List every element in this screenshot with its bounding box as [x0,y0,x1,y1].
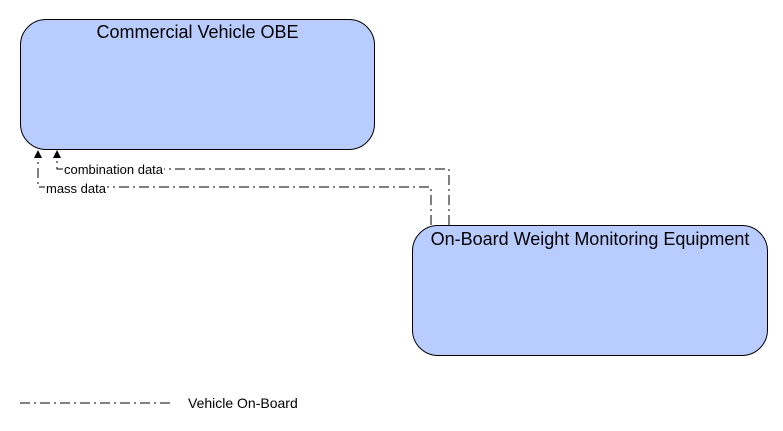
mass-data-arrowhead [34,150,42,158]
legend-vehicle-on-board-label: Vehicle On-Board [188,395,298,411]
weight-monitoring-equipment-label: On-Board Weight Monitoring Equipment [430,229,750,249]
combination-data-arrowhead [53,150,61,158]
commercial-vehicle-obe-label: Commercial Vehicle OBE [96,22,299,42]
combination-data-line [56,157,450,225]
mass-data-label: mass data [45,181,107,196]
combination-data-label: combination data [63,162,165,177]
mass-data-line [37,157,432,225]
weight-monitoring-equipment-node[interactable]: On-Board Weight Monitoring Equipment [412,225,768,356]
commercial-vehicle-obe-node[interactable]: Commercial Vehicle OBE [20,19,375,150]
